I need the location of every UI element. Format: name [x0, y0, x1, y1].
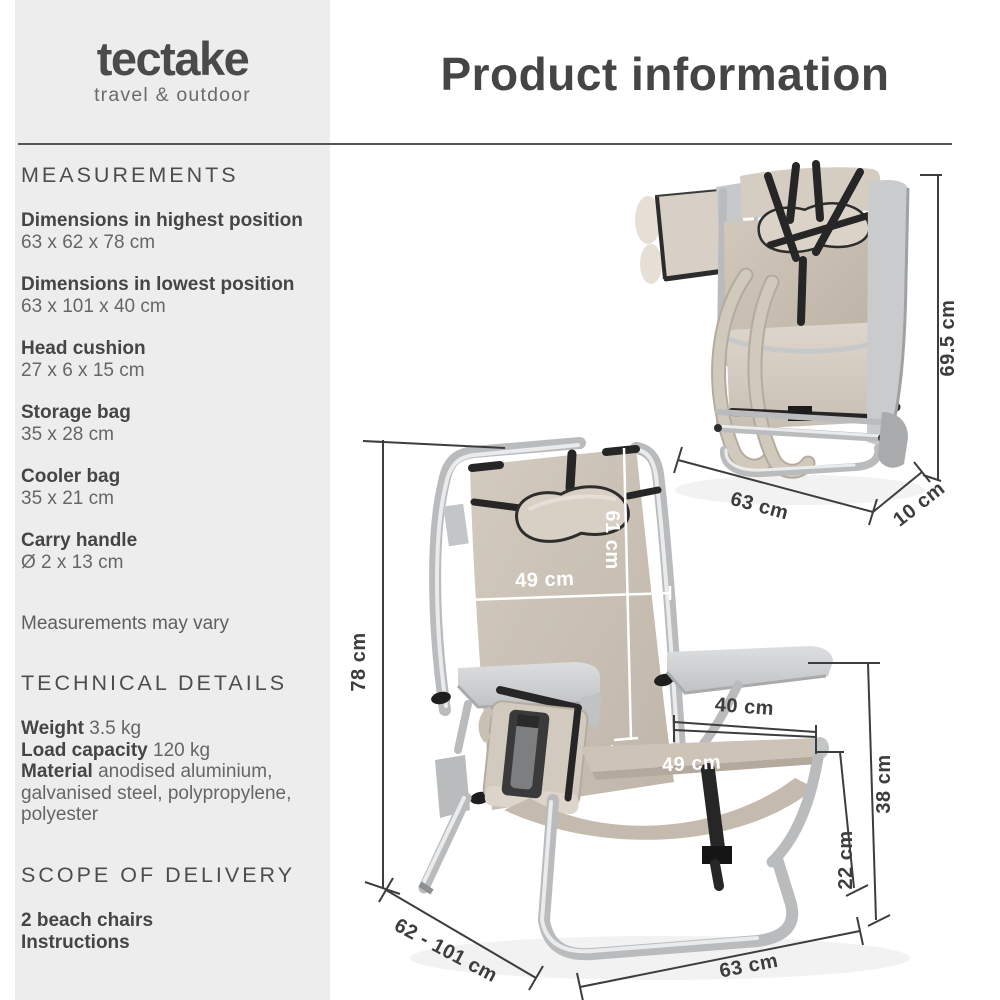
delivery-heading: SCOPE OF DELIVERY — [21, 862, 296, 887]
dim-label-total-height: 78 cm — [348, 632, 370, 691]
folded-dimension-lines — [673, 174, 942, 526]
spec-item: Storage bag 35 x 28 cm — [21, 402, 316, 446]
spec-item: Carry handle Ø 2 x 13 cm — [21, 530, 316, 574]
spec-label: Head cushion — [21, 338, 146, 359]
open-chair-illustration: 49 cm 61 cm — [418, 437, 833, 961]
folded-chair-diagram: 69.5 cm 63 cm 10 cm — [635, 160, 959, 530]
spec-item: Head cushion 27 x 6 x 15 cm — [21, 338, 316, 382]
technical-heading: TECHNICAL DETAILS — [21, 671, 288, 695]
dim-label-seat-depth: 40 cm — [714, 694, 775, 720]
backrest-frame — [429, 437, 686, 756]
dim-label-backrest-width: 49 cm — [515, 568, 575, 592]
spec-item: Dimensions in lowest position 63 x 101 x… — [21, 274, 316, 318]
tech-label: Weight — [21, 718, 84, 739]
tech-label: Load capacity — [21, 739, 148, 761]
tech-line-load: Load capacity 120 kg — [21, 740, 316, 762]
tech-value: anodised aluminium, galvanised steel, po… — [21, 761, 292, 825]
dim-label-armrest-height: 38 cm — [873, 754, 895, 813]
spec-label: Cooler bag — [21, 466, 121, 487]
spec-value: 35 x 21 cm — [21, 488, 114, 509]
brand-name: tectake — [96, 32, 250, 85]
brand-tagline: travel & outdoor — [94, 84, 251, 107]
seat-surface — [580, 738, 822, 772]
tech-line-weight: Weight 3.5 kg — [21, 718, 316, 740]
open-chair-diagram: 49 cm 61 cm — [348, 437, 910, 1000]
spec-value: 27 x 6 x 15 cm — [21, 360, 145, 381]
open-dimension-lines — [362, 440, 891, 1000]
spec-value: 35 x 28 cm — [21, 424, 114, 445]
spec-label: Carry handle — [21, 530, 138, 551]
seat-group — [504, 737, 829, 891]
measurements-note: Measurements may vary — [21, 613, 230, 634]
folded-armrest-tray — [654, 188, 727, 282]
cooler-pouch — [478, 686, 589, 815]
head-cushion — [515, 485, 630, 543]
chair-shadow — [675, 475, 925, 505]
sidebar-content: MEASUREMENTS Dimensions in highest posit… — [21, 162, 316, 954]
spec-value: Ø 2 x 13 cm — [21, 552, 124, 573]
spec-label: Storage bag — [21, 402, 131, 423]
buckle-strap — [701, 763, 732, 891]
dim-label-backrest-height: 61 cm — [601, 510, 623, 569]
armrest-left — [456, 662, 602, 730]
spec-value: 63 x 62 x 78 cm — [21, 232, 156, 253]
technical-details: Weight 3.5 kg Load capacity 120 kg Mater… — [21, 718, 316, 826]
folded-chair-illustration — [635, 160, 910, 479]
spec-value: 63 x 101 x 40 cm — [21, 296, 166, 317]
tech-value: 120 kg — [153, 739, 211, 761]
dim-label-seat-width: 49 cm — [662, 751, 722, 776]
sidebar-panel — [15, 0, 330, 1000]
tech-value: 3.5 kg — [89, 718, 142, 739]
folded-legs — [714, 409, 886, 478]
leg-frame — [418, 752, 824, 961]
tech-label: Material — [21, 761, 93, 782]
head-cushion-group — [470, 449, 662, 543]
armrest-brace-left — [454, 700, 472, 754]
delivery-item: Instructions — [21, 931, 130, 953]
dim-label-seat-height: 22 cm — [835, 830, 857, 889]
tech-line-material: Material anodised aluminium, galvanised … — [21, 761, 316, 826]
carry-handle-tube — [725, 335, 879, 354]
measurements-heading: MEASUREMENTS — [21, 163, 239, 187]
under-seat-sling — [504, 778, 815, 840]
spec-label: Dimensions in lowest position — [21, 274, 295, 295]
brand-logo: tectake travel & outdoor — [15, 34, 330, 107]
hinge-plate — [443, 503, 469, 547]
armrest-blade-right — [867, 180, 908, 448]
spec-item: Dimensions in highest position 63 x 62 x… — [21, 210, 316, 254]
page-title: Product information — [440, 48, 890, 100]
foot-piece — [878, 412, 908, 468]
header-divider — [18, 143, 952, 145]
delivery-item: 2 beach chairs — [21, 909, 154, 931]
spec-label: Dimensions in highest position — [21, 210, 303, 231]
armrest-right — [665, 646, 833, 695]
dim-label-folded-height: 69.5 cm — [937, 300, 959, 377]
spec-item: Cooler bag 35 x 21 cm — [21, 466, 316, 510]
